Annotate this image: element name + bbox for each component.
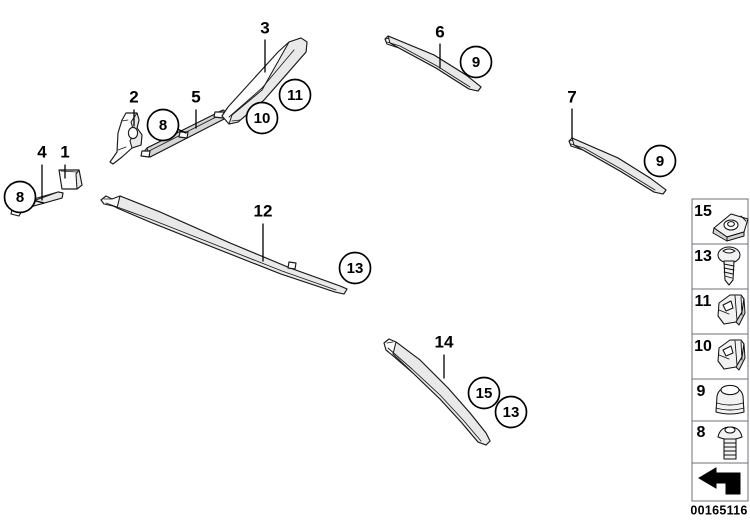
legend-number-8: 8 [697,424,706,441]
u-nut-clip-icon [712,213,749,242]
callout-circle-9-part6: 9 [459,45,493,79]
spring-clip-icon-11 [717,294,746,326]
callout-circle-8-middle: 8 [146,108,180,142]
part-6-shape [384,35,482,92]
self-tapping-screw-icon [717,246,741,286]
callout-label-7: 7 [567,87,576,106]
legend-row-8[interactable]: 8 [691,420,749,464]
callout-circle-11: 11 [278,78,312,112]
diagram-id-label: 00165116 [690,503,747,517]
callout-label-4: 4 [37,142,47,161]
callout-circle-label-9-part6: 9 [472,54,480,71]
legend-number-10: 10 [694,338,712,355]
callout-circle-label-11: 11 [287,87,303,104]
legend-number-13: 13 [694,248,712,265]
legend-row-13[interactable]: 13 [691,243,749,290]
callout-circle-8-left: 8 [3,180,37,214]
legend-row-15[interactable]: 15 [691,198,749,245]
callout-circle-label-13-part12: 13 [347,260,364,277]
pan-head-bolt-icon [717,426,743,460]
callout-circle-label-9-part7: 9 [656,153,664,170]
legend-row-11[interactable]: 11 [691,288,749,335]
legend-number-15: 15 [694,203,712,220]
callout-label-6: 6 [435,22,444,41]
callout-label-5: 5 [191,87,200,106]
legend-row-direction-arrow [691,462,749,502]
callout-label-2: 2 [129,87,138,106]
legend-row-9[interactable]: 9 [691,378,749,422]
callout-circle-15-part14: 15 [467,376,501,410]
legend-number-11: 11 [695,293,712,310]
legend-row-10[interactable]: 10 [691,333,749,380]
callout-circle-13-part14: 13 [494,395,528,429]
part-7-shape [568,137,667,195]
callout-circle-label-8-left: 8 [16,189,24,206]
callout-circle-label-15-part14: 15 [476,385,493,402]
callout-label-3: 3 [260,18,269,37]
part-12-shape [100,195,348,295]
callout-label-1: 1 [60,142,69,161]
callout-circle-9-part7: 9 [643,144,677,178]
legend-number-9: 9 [697,383,706,400]
callout-label-12: 12 [254,201,273,220]
callout-label-14: 14 [435,332,454,351]
callout-circle-10: 10 [245,101,279,135]
part-14-shape [383,338,491,446]
callout-circle-13-part12: 13 [338,251,372,285]
cap-nut-icon [715,384,745,415]
spring-clip-icon-10 [717,339,746,371]
callout-circle-label-13-part14: 13 [503,404,520,421]
left-arrow-symbol [698,467,741,495]
callout-circle-label-8-middle: 8 [159,117,167,134]
callout-circle-label-10: 10 [254,110,271,127]
